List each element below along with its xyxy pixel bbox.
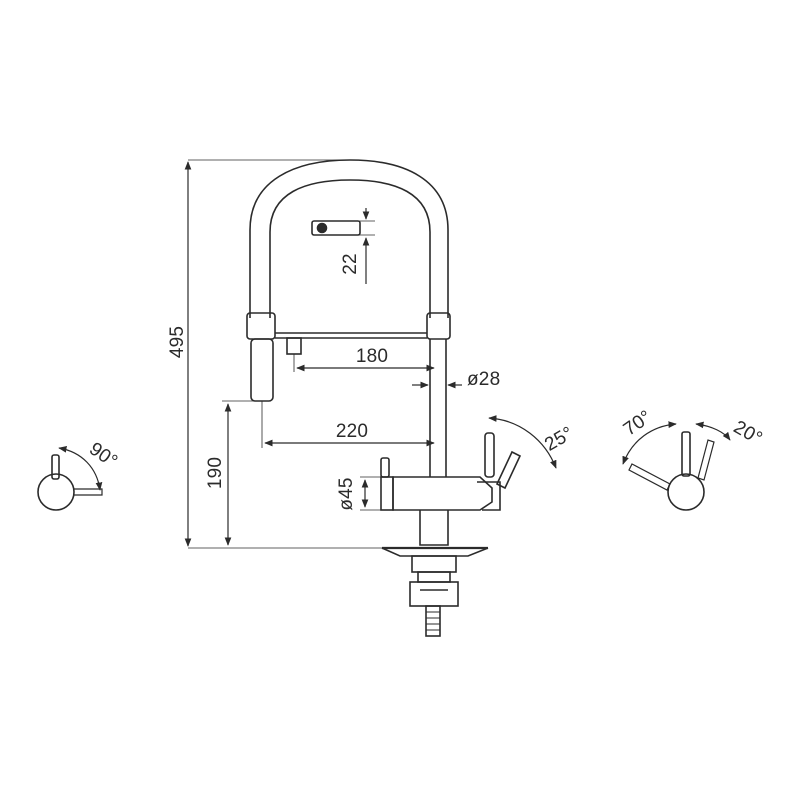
spray-head bbox=[250, 338, 274, 402]
label-20-deg: 20° bbox=[730, 417, 766, 450]
label-70-deg: 70° bbox=[620, 406, 656, 440]
label-22: 22 bbox=[340, 253, 361, 275]
faucet-main bbox=[246, 159, 522, 637]
arc-90 bbox=[58, 445, 103, 491]
spout-arch-outer bbox=[249, 159, 449, 318]
label-180: 180 bbox=[356, 346, 388, 367]
arc-20 bbox=[695, 421, 731, 441]
filter-lever bbox=[380, 457, 390, 478]
label-190: 190 bbox=[205, 457, 226, 489]
left-handle-detail bbox=[37, 445, 103, 511]
label-495: 495 bbox=[167, 326, 188, 358]
label-90-deg: 90° bbox=[85, 438, 121, 472]
arc-25 bbox=[488, 415, 557, 469]
hole-marker bbox=[311, 220, 361, 236]
right-handle-detail bbox=[622, 421, 731, 511]
holder-collar bbox=[426, 312, 451, 340]
hole-dot bbox=[316, 222, 328, 234]
arc-70 bbox=[622, 421, 677, 465]
label-220: 220 bbox=[336, 421, 368, 442]
spout-arch-inner bbox=[269, 179, 431, 318]
main-handle bbox=[484, 432, 495, 478]
label-28: ø28 bbox=[467, 369, 500, 390]
label-45: ø45 bbox=[336, 477, 357, 510]
